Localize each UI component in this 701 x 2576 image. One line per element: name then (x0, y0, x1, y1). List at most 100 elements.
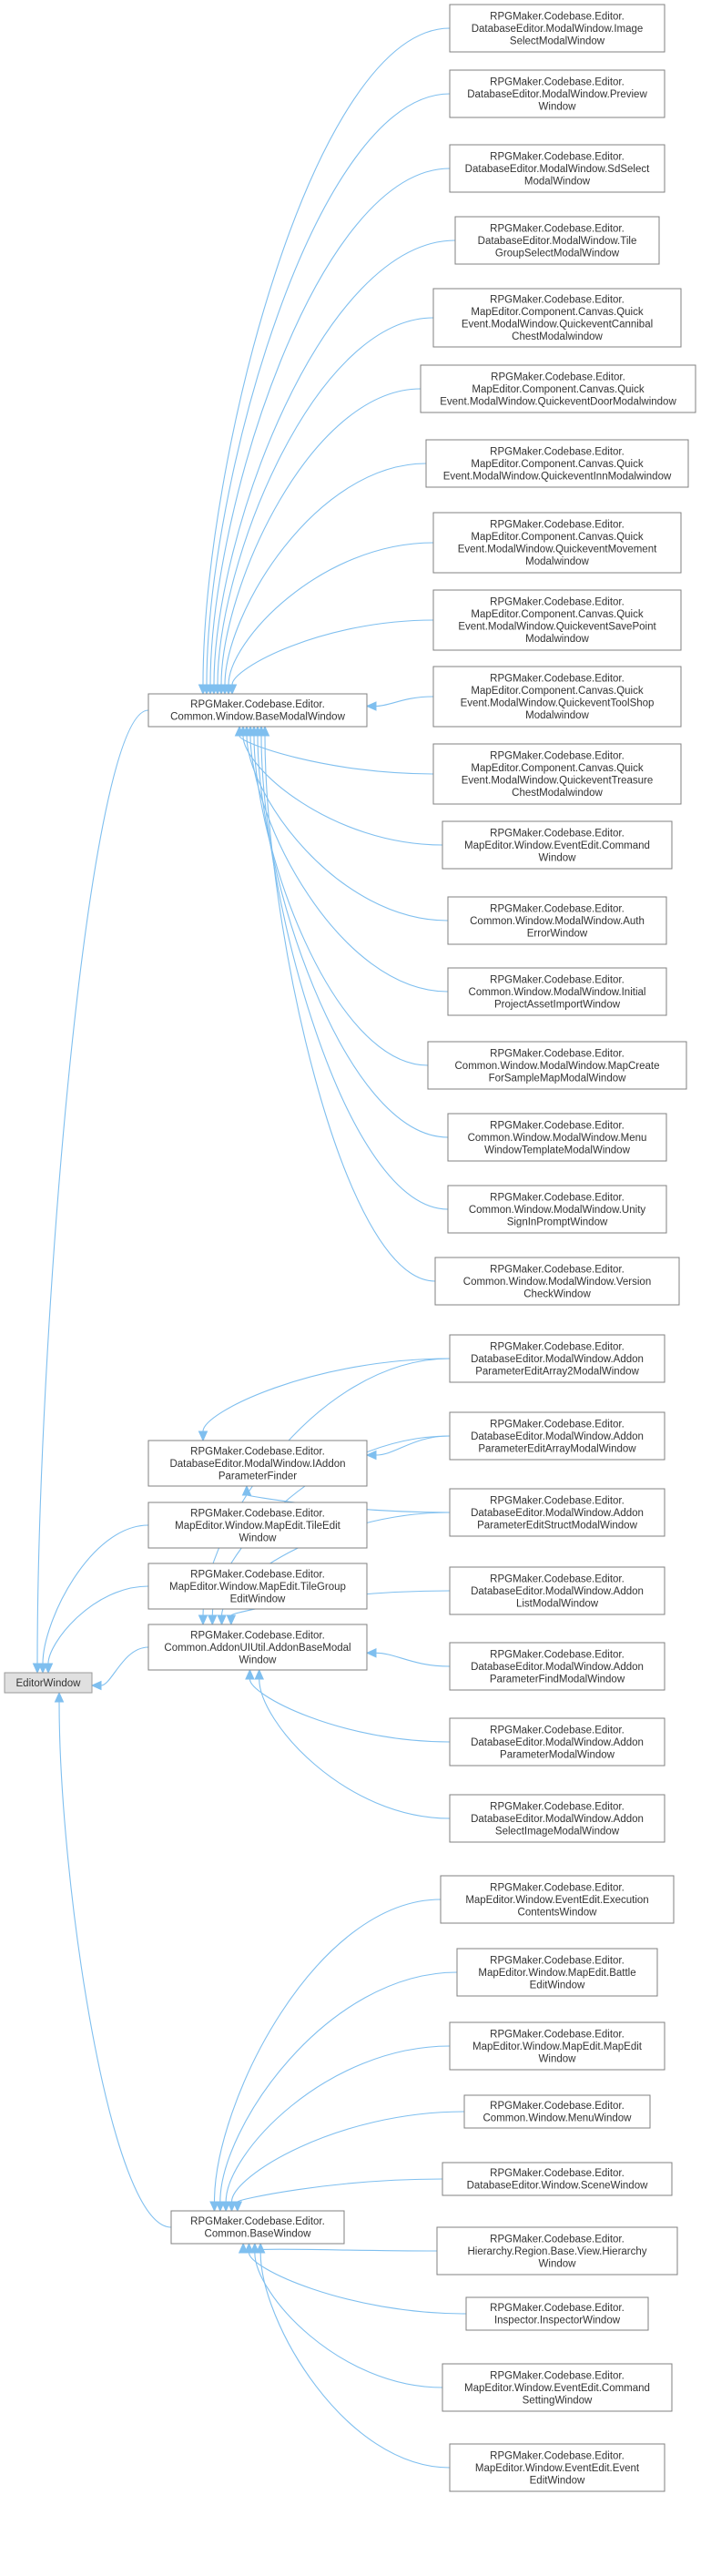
class-node-initial-project-asset-import-window[interactable]: RPGMaker.Codebase.Editor.Common.Window.M… (447, 967, 667, 1016)
class-node-box (449, 144, 665, 193)
class-node-label-line: DatabaseEditor.ModalWindow.Addon (471, 1431, 644, 1442)
class-node-label-line: Common.Window.ModalWindow.Initial (469, 987, 646, 998)
class-node-label-line: RPGMaker.Codebase.Editor. (490, 1341, 625, 1352)
class-node-hierarchy-window[interactable]: RPGMaker.Codebase.Editor.Hierarchy.Regio… (436, 2226, 678, 2276)
class-node-label-line: DatabaseEditor.ModalWindow.Addon (471, 1586, 644, 1597)
class-node-tile-group-edit-window[interactable]: RPGMaker.Codebase.Editor.MapEditor.Windo… (147, 1563, 368, 1610)
class-node-label-line: Window (539, 852, 577, 863)
edge-quickevent-tool-shop-to-base-modal-window (365, 696, 434, 711)
class-node-label-line: RPGMaker.Codebase.Editor. (490, 1120, 625, 1131)
class-node-box (432, 743, 682, 805)
class-node-map-edit-window[interactable]: RPGMaker.Codebase.Editor.MapEditor.Windo… (449, 2021, 665, 2071)
class-node-addon-select-image-modal-window[interactable]: RPGMaker.Codebase.Editor.DatabaseEditor.… (449, 1794, 665, 1843)
class-node-quickevent-treasure-chest[interactable]: RPGMaker.Codebase.Editor.MapEditor.Compo… (432, 743, 682, 805)
edge-command-setting-window-to-base-window (249, 2242, 443, 2388)
class-node-addon-parameter-find-modal-window[interactable]: RPGMaker.Codebase.Editor.DatabaseEditor.… (449, 1642, 665, 1691)
class-node-battle-edit-window[interactable]: RPGMaker.Codebase.Editor.MapEditor.Windo… (456, 1948, 658, 1997)
class-node-execution-contents-window[interactable]: RPGMaker.Codebase.Editor.MapEditor.Windo… (440, 1875, 675, 1924)
edge-scene-window-to-base-window (232, 2178, 443, 2213)
class-node-label-line: RPGMaker.Codebase.Editor. (490, 1573, 625, 1584)
class-node-label-line: RPGMaker.Codebase.Editor. (490, 223, 625, 234)
class-node-label-line: MapEditor.Window.EventEdit.Command (464, 840, 650, 851)
class-node-quickevent-movement[interactable]: RPGMaker.Codebase.Editor.MapEditor.Compo… (432, 512, 682, 574)
class-node-label-line: RPGMaker.Codebase.Editor. (490, 1192, 625, 1203)
class-node-box (456, 1948, 658, 1997)
class-node-box (449, 1334, 665, 1383)
class-node-inspector-window[interactable]: RPGMaker.Codebase.Editor.Inspector.Inspe… (465, 2296, 649, 2331)
class-node-unity-sign-in-prompt-window[interactable]: RPGMaker.Codebase.Editor.Common.Window.M… (447, 1185, 667, 1234)
class-node-label-line: RPGMaker.Codebase.Editor. (190, 2216, 325, 2227)
class-node-version-check-window[interactable]: RPGMaker.Codebase.Editor.Common.Window.M… (434, 1257, 680, 1306)
class-node-label-line: DatabaseEditor.ModalWindow.Addon (471, 1737, 644, 1748)
class-node-preview-modal-window[interactable]: RPGMaker.Codebase.Editor. DatabaseEditor.… (449, 69, 665, 118)
class-node-base-window[interactable]: RPGMaker.Codebase.Editor.Common.BaseWind… (170, 2210, 345, 2245)
class-node-tile-edit-window[interactable]: RPGMaker.Codebase.Editor.MapEditor.Windo… (147, 1502, 368, 1549)
class-node-box (147, 1624, 368, 1671)
class-node-label-line: RPGMaker.Codebase.Editor. (490, 2168, 625, 2179)
class-node-label-line: RPGMaker.Codebase.Editor. (490, 2303, 625, 2314)
class-node-tile-group-select-modal-window[interactable]: RPGMaker.Codebase.Editor.DatabaseEditor.… (454, 216, 660, 265)
class-node-base-modal-window[interactable]: RPGMaker.Codebase.Editor.Common.Window.B… (147, 693, 368, 728)
class-node-label-line: SelectModalWindow (510, 36, 605, 46)
class-node-label-line: RPGMaker.Codebase.Editor. (190, 1446, 325, 1457)
class-node-quickevent-door[interactable]: RPGMaker.Codebase.Editor.MapEditor.Compo… (420, 364, 696, 413)
class-node-event-edit-window[interactable]: RPGMaker.Codebase.Editor.MapEditor.Windo… (449, 2443, 665, 2492)
class-node-menu-window-template-modal-window[interactable]: RPGMaker.Codebase.Editor.Common.Window.M… (447, 1113, 667, 1162)
class-node-label-line: Event.ModalWindow.QuickeventInnModalwind… (443, 471, 672, 482)
class-node-addon-base-modal-window[interactable]: RPGMaker.Codebase.Editor.Common.AddonUIU… (147, 1624, 368, 1671)
class-node-label-line: ParameterEditStructModalWindow (477, 1520, 637, 1531)
class-node-label-line: ChestModalwindow (512, 331, 603, 342)
class-node-label-line: DatabaseEditor.ModalWindow.Addon (471, 1354, 644, 1365)
class-node-label-line: DatabaseEditor.ModalWindow.Image (472, 24, 644, 35)
class-node-addon-parameter-edit-struct-modal-window[interactable]: RPGMaker.Codebase.Editor.DatabaseEditor.… (449, 1488, 665, 1537)
class-node-label-line: WindowTemplateModalWindow (484, 1145, 630, 1156)
class-node-label-line: RPGMaker.Codebase.Editor. (490, 1801, 625, 1812)
class-node-auth-error-window[interactable]: RPGMaker.Codebase.Editor.Common.Window.M… (447, 896, 667, 945)
class-node-label-line: Event.ModalWindow.QuickeventMovement (458, 545, 657, 555)
class-node-image-select-modal-window[interactable]: RPGMaker.Codebase.Editor.DatabaseEditor.… (449, 4, 665, 53)
class-node-menu-window[interactable]: RPGMaker.Codebase.Editor.Common.Window.M… (463, 2094, 651, 2129)
class-node-label-line: Hierarchy.Region.Base.View.Hierarchy (467, 2246, 646, 2257)
class-node-box (449, 2443, 665, 2492)
class-node-label-line: ListModalWindow (516, 1598, 599, 1609)
edge-quickevent-save-point-to-base-modal-window (227, 619, 434, 696)
class-node-command-window[interactable]: RPGMaker.Codebase.Editor.MapEditor.Windo… (442, 820, 673, 870)
edge-inspector-window-to-base-window (244, 2242, 467, 2315)
class-node-label-line: RPGMaker.Codebase.Editor. (490, 2370, 625, 2381)
class-node-sd-select-modal-window[interactable]: RPGMaker.Codebase.Editor.DatabaseEditor.… (449, 144, 665, 193)
class-node-label-line: Event.ModalWindow.QuickeventCannibal (462, 320, 653, 331)
class-node-command-setting-window[interactable]: RPGMaker.Codebase.Editor.MapEditor.Windo… (442, 2363, 673, 2412)
class-node-box (432, 512, 682, 574)
class-node-box (442, 820, 673, 870)
class-node-label-line: Common.Window.ModalWindow.Version (463, 1277, 651, 1288)
class-node-label-line: RPGMaker.Codebase.Editor. (490, 751, 625, 762)
class-node-label-line: Modalwindow (525, 634, 589, 645)
class-node-map-create-for-sample-map-modal-window[interactable]: RPGMaker.Codebase.Editor.Common.Window.M… (427, 1041, 687, 1090)
class-node-label-line: Modalwindow (525, 710, 589, 721)
class-node-iaddon-parameter-finder[interactable]: RPGMaker.Codebase.Editor.DatabaseEditor.… (147, 1440, 368, 1487)
class-node-label-line: RPGMaker.Codebase.Editor. (490, 76, 625, 87)
class-node-quickevent-cannibal-chest[interactable]: RPGMaker.Codebase.Editor.MapEditor.Compo… (432, 288, 682, 348)
class-node-quickevent-inn[interactable]: RPGMaker.Codebase.Editor.MapEditor.Compo… (425, 439, 689, 488)
class-node-label-line: DatabaseEditor.ModalWindow.Preview (467, 89, 647, 100)
class-node-label-line: RPGMaker.Codebase.Editor. (190, 1569, 325, 1580)
class-node-label-line: ChestModalwindow (512, 788, 603, 799)
class-node-quickevent-tool-shop[interactable]: RPGMaker.Codebase.Editor.MapEditor.Compo… (432, 666, 682, 728)
class-node-addon-parameter-edit-array2-modal-window[interactable]: RPGMaker.Codebase.Editor. DatabaseEditor.… (449, 1334, 665, 1383)
class-node-label-line: Modalwindow (525, 556, 589, 567)
class-node-quickevent-save-point[interactable]: RPGMaker.Codebase.Editor.MapEditor.Compo… (432, 589, 682, 651)
class-node-label-line: Event.ModalWindow.QuickeventDoorModalwin… (440, 396, 676, 407)
class-node-addon-parameter-edit-array-modal-window[interactable]: RPGMaker.Codebase.Editor.DatabaseEditor.… (449, 1411, 665, 1461)
class-node-scene-window[interactable]: RPGMaker.Codebase.Editor.DatabaseEditor.… (442, 2162, 673, 2196)
class-node-box (447, 967, 667, 1016)
class-node-editor-window[interactable]: EditorWindow (4, 1672, 93, 1694)
class-node-label-line: Window (539, 2258, 577, 2269)
class-node-box (449, 1642, 665, 1691)
class-node-label-line: MapEditor.Window.MapEdit.Battle (478, 1968, 635, 1979)
edge-quickevent-door-to-base-modal-window (216, 388, 422, 696)
class-node-addon-parameter-modal-window[interactable]: RPGMaker.Codebase.Editor.DatabaseEditor.… (449, 1717, 665, 1767)
class-node-label-line: DatabaseEditor.ModalWindow.Addon (471, 1508, 644, 1519)
class-node-addon-list-modal-window[interactable]: RPGMaker.Codebase.Editor. DatabaseEditor.… (449, 1566, 665, 1615)
class-node-label-line: SettingWindow (523, 2395, 593, 2406)
